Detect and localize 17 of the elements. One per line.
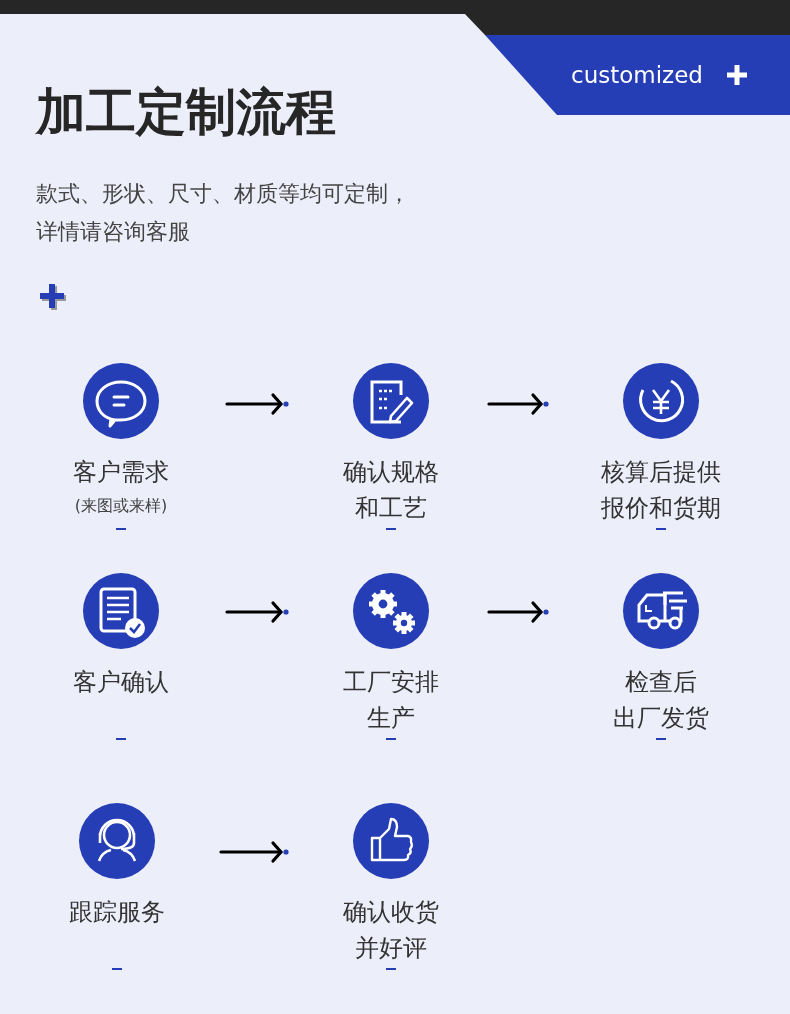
arrow bbox=[219, 841, 291, 863]
step-label: 检查后出厂发货 bbox=[612, 667, 710, 734]
step-label: 核算后提供报价和货期 bbox=[600, 457, 722, 524]
arrow bbox=[225, 601, 291, 623]
arrow bbox=[487, 601, 551, 623]
step-label: 工厂安排生产 bbox=[342, 667, 440, 734]
step-label: 客户需求 bbox=[72, 457, 170, 488]
step-label: 确认收货并好评 bbox=[342, 897, 440, 964]
arrow bbox=[225, 393, 291, 415]
banner-text: customized bbox=[571, 61, 703, 90]
intro-text: 款式、形状、尺寸、材质等均可定制，详情请咨询客服 bbox=[36, 180, 411, 246]
arrow bbox=[487, 393, 551, 415]
step-label: 跟踪服务 bbox=[68, 897, 166, 928]
step-label: 确认规格和工艺 bbox=[342, 457, 440, 524]
step-label: 客户确认 bbox=[72, 667, 170, 698]
step-note: (来图或来样) bbox=[73, 495, 169, 517]
page-title: 加工定制流程 bbox=[36, 82, 336, 143]
